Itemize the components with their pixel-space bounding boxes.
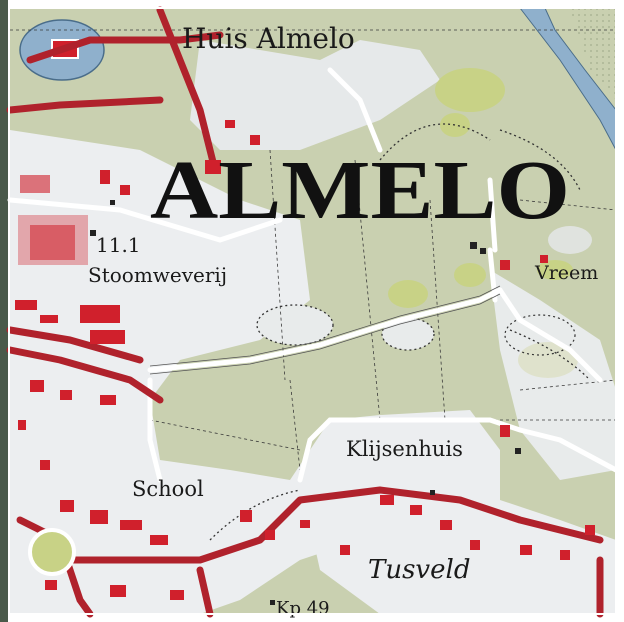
roundabout [28, 528, 76, 576]
woodland-patch [548, 226, 592, 254]
woodland-patch [454, 263, 486, 287]
secondary-roads [7, 67, 619, 483]
label-klijsenhuis: Klijsenhuis [346, 437, 463, 461]
label-stoomweverij: Stoomweverij [88, 263, 227, 287]
woodland-patch [388, 280, 428, 308]
built-up-area-south [300, 470, 616, 614]
secondary-road-edges [149, 285, 501, 375]
embankment [256, 304, 334, 346]
label-huis-almelo: Huis Almelo [182, 22, 355, 55]
label-height-value: 11.1 [96, 233, 141, 257]
black-buildings [90, 200, 521, 605]
map-frame [8, 7, 617, 615]
main-roads [6, 6, 604, 618]
park-north-east [570, 8, 616, 100]
woodland-patch [504, 314, 576, 356]
label-vreem: Vreem [534, 262, 598, 284]
built-up-area-north [190, 40, 440, 150]
woodland-patch [518, 342, 578, 378]
label-school: School [132, 477, 204, 501]
woodland-patch [435, 68, 505, 112]
woodland-patch [537, 260, 573, 280]
embankment-arc [499, 129, 581, 191]
embankment-arc [209, 489, 301, 541]
scan-edge-strip [0, 0, 8, 622]
embankment-arc [379, 123, 491, 161]
buildings [15, 120, 595, 600]
label-km-marker: Kp 49 [276, 598, 330, 619]
embankment-arc [509, 329, 591, 381]
label-almelo: ALMELO [150, 144, 570, 237]
embankment [381, 317, 435, 351]
label-tusveld: Tusveld [368, 555, 470, 585]
